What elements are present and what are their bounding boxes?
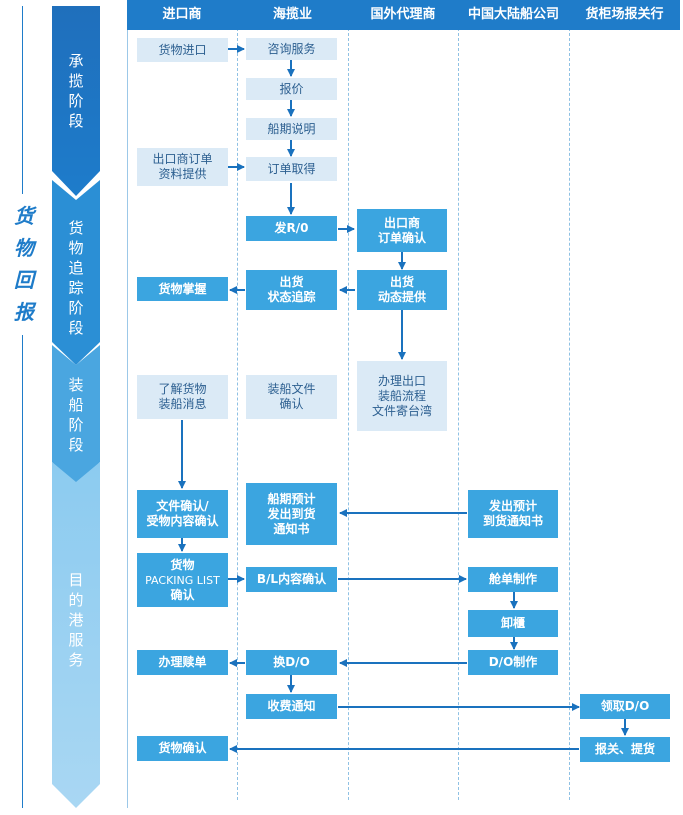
box-charge-notice: 收费通知 <box>246 694 337 719</box>
box-text-line: 咨询服务 <box>267 41 316 56</box>
box-text-line: D/O制作 <box>488 655 538 669</box>
phase-chevron-1: 承 揽 阶 段 <box>52 6 100 196</box>
box-text-line: 舱单制作 <box>488 572 537 586</box>
side-title: 货 物 回 报 <box>14 204 34 324</box>
box-arrival-notice: 船期预计发出到货通知书 <box>246 483 337 545</box>
box-text-line: 文件确认/ <box>156 499 209 513</box>
box-goods-confirm: 货物确认 <box>137 736 228 761</box>
box-text-line: 确认 <box>170 587 195 602</box>
box-collect-do: 领取D/O <box>580 694 670 719</box>
box-text-line: 订单确认 <box>377 230 426 245</box>
box-text-line: 出口商订单 <box>152 152 213 166</box>
box-text-line: 到货通知书 <box>482 514 543 528</box>
box-text-line: B/L内容确认 <box>256 572 327 586</box>
box-text-line: 了解货物 <box>158 382 207 396</box>
column-header: 海揽业 <box>272 7 312 22</box>
box-text-line: 订单取得 <box>267 161 316 176</box>
box-text-line: 发出到货 <box>267 506 316 521</box>
column-header: 进口商 <box>162 7 202 22</box>
box-text-line: 货物 <box>170 557 195 572</box>
box-document-confirm: 文件确认/受物内容确认 <box>137 490 228 538</box>
column-header-bar: 进口商 海揽业 国外代理商 中国大陆船公司 货柜场报关行 <box>127 0 680 30</box>
phase-label: 目 <box>68 571 84 589</box>
phase-chevron-2: 货 物 追 踪 阶 段 <box>52 180 100 365</box>
box-redeem-documents: 办理赎单 <box>137 650 228 675</box>
box-text-line: 货物确认 <box>158 741 207 755</box>
box-text-line: 发R/0 <box>274 221 309 235</box>
box-text-line: 装船流程 <box>377 388 426 403</box>
box-shipping-news: 了解货物装船消息 <box>137 375 228 419</box>
box-export-process: 办理出口装船流程文件寄台湾 <box>357 361 447 431</box>
phase-chevron-4: 目 的 港 服 务 <box>52 462 100 810</box>
column-divider <box>237 28 238 800</box>
phase-label: 装 <box>68 376 84 394</box>
side-title-line-bottom <box>22 335 23 808</box>
left-border-line <box>127 0 128 808</box>
box-text-line: 换D/O <box>273 655 310 669</box>
box-text-line: 装船文件 <box>267 382 316 396</box>
box-text-line: 船期说明 <box>267 121 316 136</box>
side-title-line-top <box>22 6 23 194</box>
phase-label: 货 <box>68 219 84 237</box>
box-text-line: 货物进口 <box>158 42 207 57</box>
box-text-line: 船期预计 <box>267 491 316 506</box>
box-text-line: 动态提供 <box>377 290 426 304</box>
box-text-line: 报价 <box>279 81 304 96</box>
box-text-line: PACKING LIST <box>145 573 220 587</box>
box-text-line: 文件寄台湾 <box>371 403 432 418</box>
box-goods-import: 货物进口 <box>137 38 228 62</box>
box-text-line: 货物掌握 <box>158 281 207 296</box>
box-text-line: 受物内容确认 <box>146 514 219 528</box>
box-exchange-do: 换D/O <box>246 650 337 675</box>
column-header: 货柜场报关行 <box>585 7 664 22</box>
box-customs-pickup: 报关、提货 <box>580 737 670 762</box>
box-bl-confirm: B/L内容确认 <box>246 567 337 592</box>
box-text-line: 办理赎单 <box>158 655 207 669</box>
box-issue-ro: 发R/0 <box>246 216 337 241</box>
box-manifest: 舱单制作 <box>468 567 558 592</box>
box-text-line: 领取D/O <box>600 699 650 713</box>
box-shipping-doc-confirm: 装船文件确认 <box>246 375 337 419</box>
phase-chevron-3: 装 船 阶 段 <box>52 345 100 485</box>
box-text-line: 办理出口 <box>377 373 426 388</box>
box-goods-control: 货物掌握 <box>137 277 228 301</box>
column-divider <box>569 28 570 800</box>
box-text-line: 确认 <box>279 397 304 411</box>
box-text-line: 出货 <box>279 275 304 289</box>
box-shipment-status: 出货动态提供 <box>357 270 447 310</box>
box-unload-container: 卸櫃 <box>468 610 558 637</box>
box-text-line: 装船消息 <box>158 397 207 411</box>
box-text-line: 状态追踪 <box>267 290 316 304</box>
box-text-line: 出口商 <box>383 215 420 230</box>
box-issue-arrival-notice: 发出预计到货通知书 <box>468 490 558 538</box>
column-divider <box>348 28 349 800</box>
box-quotation: 报价 <box>246 78 337 100</box>
box-order-obtained: 订单取得 <box>246 157 337 181</box>
column-divider <box>458 28 459 800</box>
box-exporter-order-info: 出口商订单资料提供 <box>137 148 228 186</box>
box-text-line: 报关、提货 <box>594 742 655 756</box>
box-schedule-info: 船期说明 <box>246 118 337 140</box>
box-text-line: 发出预计 <box>488 499 537 513</box>
phase-label: 承 <box>68 52 84 70</box>
column-header: 国外代理商 <box>370 7 436 22</box>
box-text-line: 卸櫃 <box>500 616 525 630</box>
box-do-making: D/O制作 <box>468 650 558 675</box>
box-text-line: 出货 <box>389 275 414 289</box>
box-shipment-tracking: 出货状态追踪 <box>246 270 337 310</box>
box-text-line: 通知书 <box>273 521 310 536</box>
column-header: 中国大陆船公司 <box>467 7 559 22</box>
box-exporter-order-confirm: 出口商订单确认 <box>357 209 447 252</box>
box-text-line: 收费通知 <box>267 699 316 713</box>
box-consulting: 咨询服务 <box>246 38 337 60</box>
box-text-line: 资料提供 <box>158 167 207 181</box>
